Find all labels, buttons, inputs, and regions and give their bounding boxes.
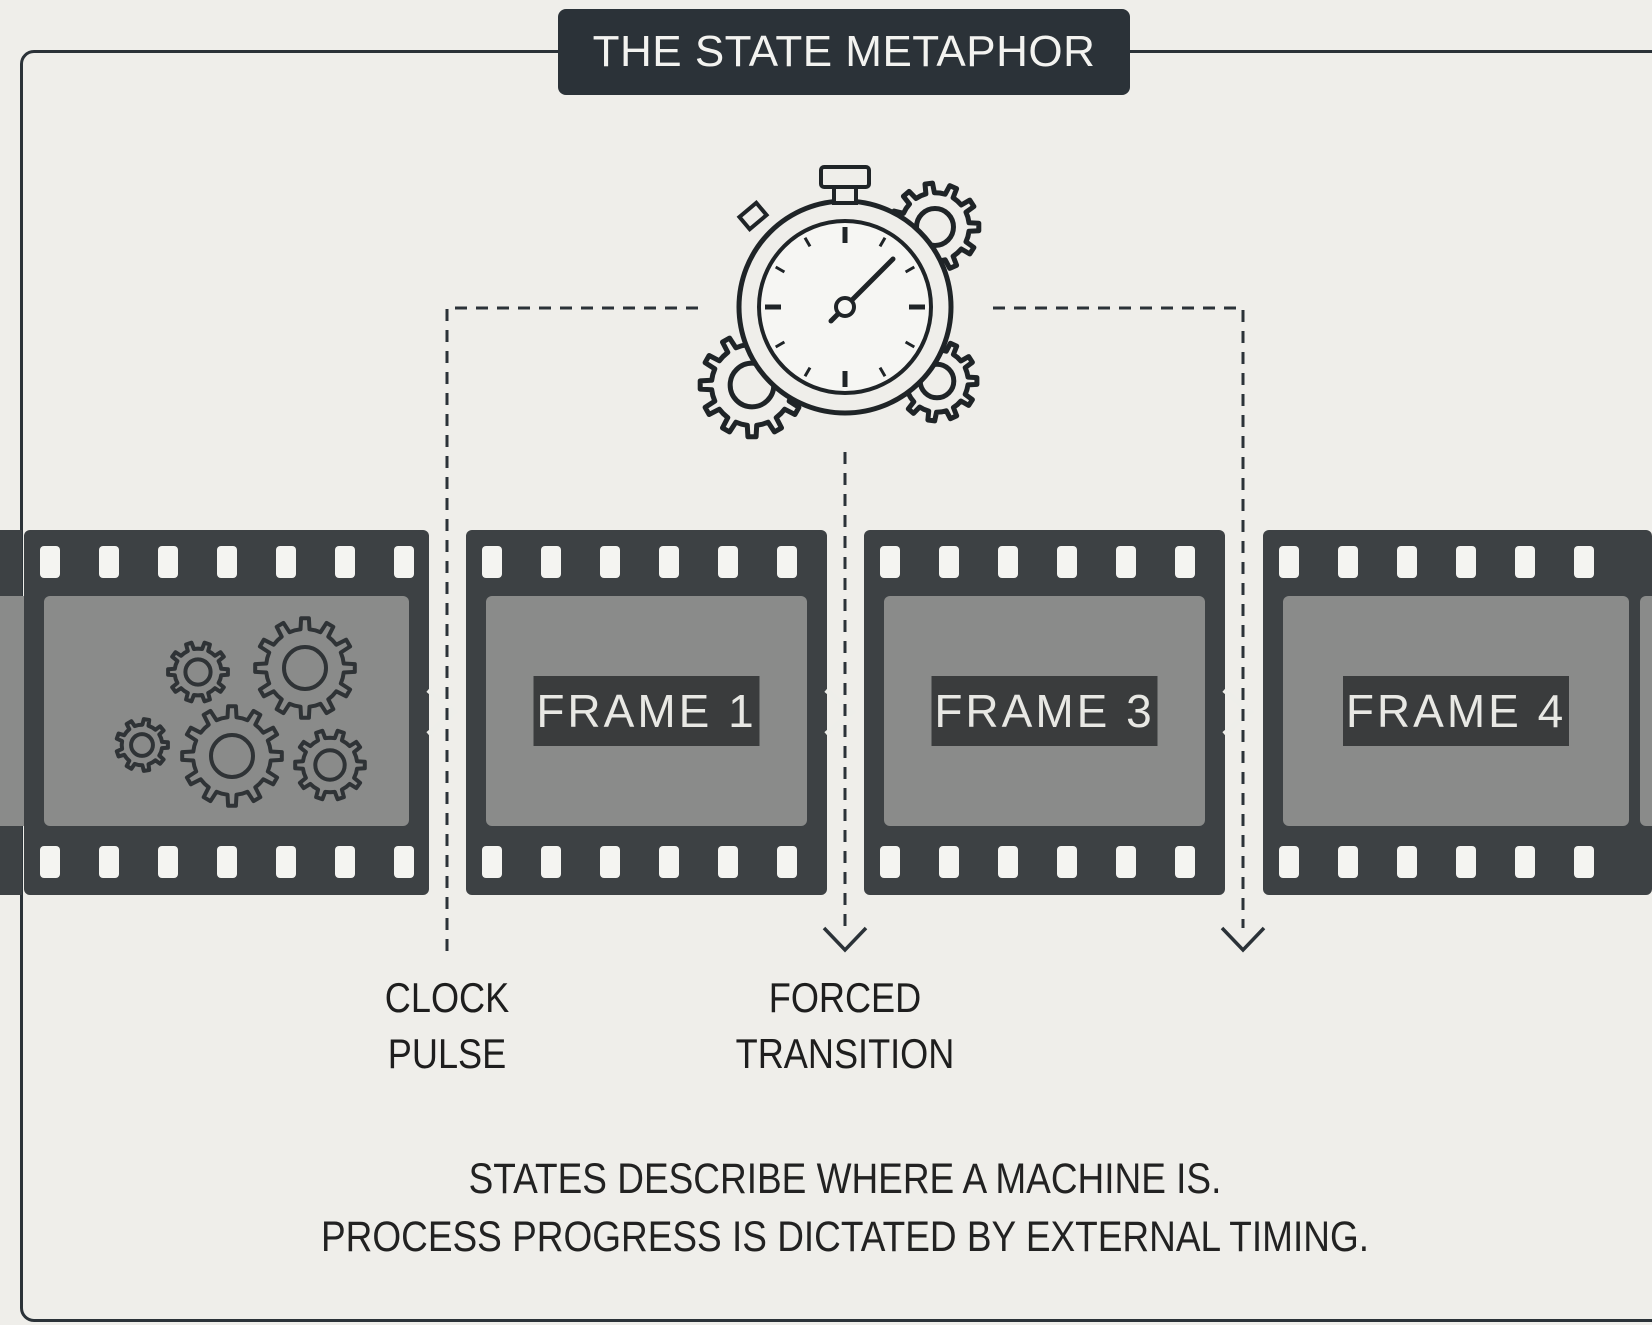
gear-icon: [253, 616, 357, 720]
gear-icon: [114, 717, 170, 773]
sprocket-hole: [217, 546, 237, 578]
gears-icon: [114, 616, 367, 808]
sprocket-hole: [939, 546, 959, 578]
sprocket-hole: [939, 846, 959, 878]
sprocket-hole: [158, 546, 178, 578]
sprocket-hole: [541, 846, 561, 878]
dial-tick: [803, 366, 812, 378]
film-cell-1: FRAME 1: [466, 530, 827, 895]
sprocket-hole: [1574, 546, 1594, 578]
film-cell-2: FRAME 3: [864, 530, 1225, 895]
sprocket-hole: [1116, 546, 1136, 578]
stopwatch-pivot: [834, 296, 856, 318]
clock-pulse-line: [445, 306, 698, 952]
frame-label-box: [931, 676, 1158, 746]
sprocket-hole: [541, 546, 561, 578]
sprocket-hole: [1515, 546, 1535, 578]
frame-label-box: [1343, 676, 1569, 746]
sprocket-hole: [777, 846, 797, 878]
sprocket-hole: [600, 846, 620, 878]
sprocket-hole: [777, 546, 797, 578]
forced-transition-label: FORCED: [769, 976, 921, 1022]
caption-line-2: PROCESS PROGRESS IS DICTATED BY EXTERNAL…: [321, 1213, 1369, 1261]
diagram-title: THE STATE METAPHOR: [592, 27, 1096, 76]
sprocket-hole: [1574, 846, 1594, 878]
sprocket-hole: [217, 846, 237, 878]
dial-tick: [803, 236, 812, 248]
sprocket-hole: [158, 846, 178, 878]
arrow-down-icon: [1220, 926, 1266, 953]
dial-tick: [774, 340, 786, 349]
sprocket-hole: [1116, 846, 1136, 878]
stopwatch-icon: [697, 165, 982, 440]
stopwatch-crown: [819, 165, 871, 189]
sprocket-hole: [482, 846, 502, 878]
sprocket-hole: [335, 546, 355, 578]
sprocket-hole: [40, 546, 60, 578]
sprocket-hole: [1456, 546, 1476, 578]
frame-label: FRAME 1: [536, 685, 756, 737]
sprocket-hole: [1175, 546, 1195, 578]
sprocket-hole: [600, 546, 620, 578]
film-cell-0: [24, 530, 429, 895]
sprocket-hole: [99, 846, 119, 878]
sprocket-hole: [998, 846, 1018, 878]
frame-advance-arrow: [426, 688, 458, 736]
sprocket-hole: [1175, 846, 1195, 878]
frame-advance-arrow: [824, 688, 856, 736]
sprocket-hole: [1397, 546, 1417, 578]
film-cell-3: FRAME 4: [1263, 530, 1652, 895]
sprocket-hole: [1338, 546, 1358, 578]
sprocket-hole: [718, 846, 738, 878]
forced-transition-label: TRANSITION: [736, 1032, 955, 1078]
dial-tick: [904, 340, 916, 349]
sprocket-hole: [880, 546, 900, 578]
sprocket-hole: [1279, 846, 1299, 878]
sprocket-hole: [1515, 846, 1535, 878]
sprocket-hole: [1057, 546, 1077, 578]
gear-icon: [166, 640, 230, 704]
sprocket-hole: [1279, 546, 1299, 578]
sprocket-hole: [659, 846, 679, 878]
sprocket-hole: [482, 546, 502, 578]
arrow-down-icon: [822, 926, 868, 953]
dial-tick: [904, 265, 916, 274]
sprocket-hole: [99, 546, 119, 578]
sprocket-hole: [394, 546, 414, 578]
sprocket-hole: [659, 546, 679, 578]
sprocket-hole: [1057, 846, 1077, 878]
sprocket-hole: [718, 546, 738, 578]
stopwatch-side-button: [736, 199, 770, 233]
frame-label: FRAME 3: [934, 685, 1154, 737]
dial-tick: [774, 265, 786, 274]
frame-label: FRAME 4: [1346, 685, 1566, 737]
dial-tick: [878, 366, 887, 378]
sprocket-hole: [998, 546, 1018, 578]
sprocket-hole: [276, 546, 296, 578]
sprocket-hole: [276, 846, 296, 878]
sprocket-hole: [880, 846, 900, 878]
frame-advance-arrow: [1222, 688, 1254, 736]
sprocket-hole: [1397, 846, 1417, 878]
bottom-caption: STATES DESCRIBE WHERE A MACHINE IS. PROC…: [118, 1150, 1571, 1266]
frame-preview-edge: [1640, 596, 1652, 826]
gear-icon: [293, 728, 367, 802]
clock-pulse-label: PULSE: [388, 1032, 506, 1078]
title-badge: THE STATE METAPHOR: [558, 9, 1130, 95]
frame-label-box: [533, 676, 760, 746]
clock-pulse-label: CLOCK: [385, 976, 509, 1022]
caption-line-1: STATES DESCRIBE WHERE A MACHINE IS.: [468, 1155, 1222, 1203]
sprocket-hole: [394, 846, 414, 878]
dial-tick: [878, 236, 887, 248]
sprocket-hole: [335, 846, 355, 878]
gear-icon: [180, 704, 284, 808]
sprocket-hole: [40, 846, 60, 878]
sprocket-hole: [1456, 846, 1476, 878]
sprocket-hole: [1338, 846, 1358, 878]
